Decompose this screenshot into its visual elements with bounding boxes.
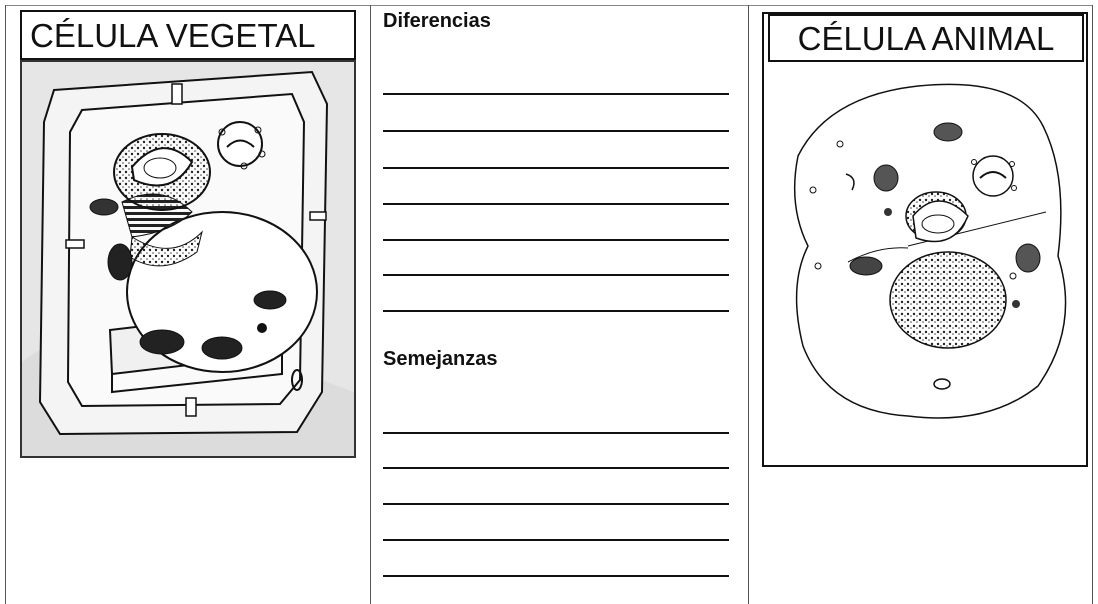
similarities-write-line[interactable] — [383, 575, 729, 577]
similarities-write-line[interactable] — [383, 539, 729, 541]
similarities-heading: Semejanzas — [383, 348, 498, 370]
differences-heading: Diferencias — [383, 10, 491, 32]
animal-cell-diagram — [768, 66, 1084, 462]
similarities-write-line[interactable] — [383, 467, 729, 469]
differences-write-line[interactable] — [383, 274, 729, 276]
similarities-write-line[interactable] — [383, 432, 729, 434]
plant-cell-title-box: CÉLULA VEGETAL — [20, 10, 356, 60]
top-border — [5, 5, 1093, 6]
column-divider-right — [748, 5, 749, 604]
plant-cell-diagram — [20, 60, 356, 458]
left-border — [5, 5, 6, 604]
differences-write-line[interactable] — [383, 167, 729, 169]
differences-write-line[interactable] — [383, 239, 729, 241]
similarities-write-line[interactable] — [383, 503, 729, 505]
differences-write-line[interactable] — [383, 93, 729, 95]
plant-cell-title: CÉLULA VEGETAL — [30, 16, 316, 54]
animal-cell-title-box: CÉLULA ANIMAL — [768, 14, 1084, 62]
differences-write-line[interactable] — [383, 310, 729, 312]
differences-write-line[interactable] — [383, 203, 729, 205]
column-divider-left — [370, 5, 371, 604]
animal-cell-title: CÉLULA ANIMAL — [797, 19, 1055, 57]
right-border — [1092, 5, 1093, 604]
differences-write-line[interactable] — [383, 130, 729, 132]
